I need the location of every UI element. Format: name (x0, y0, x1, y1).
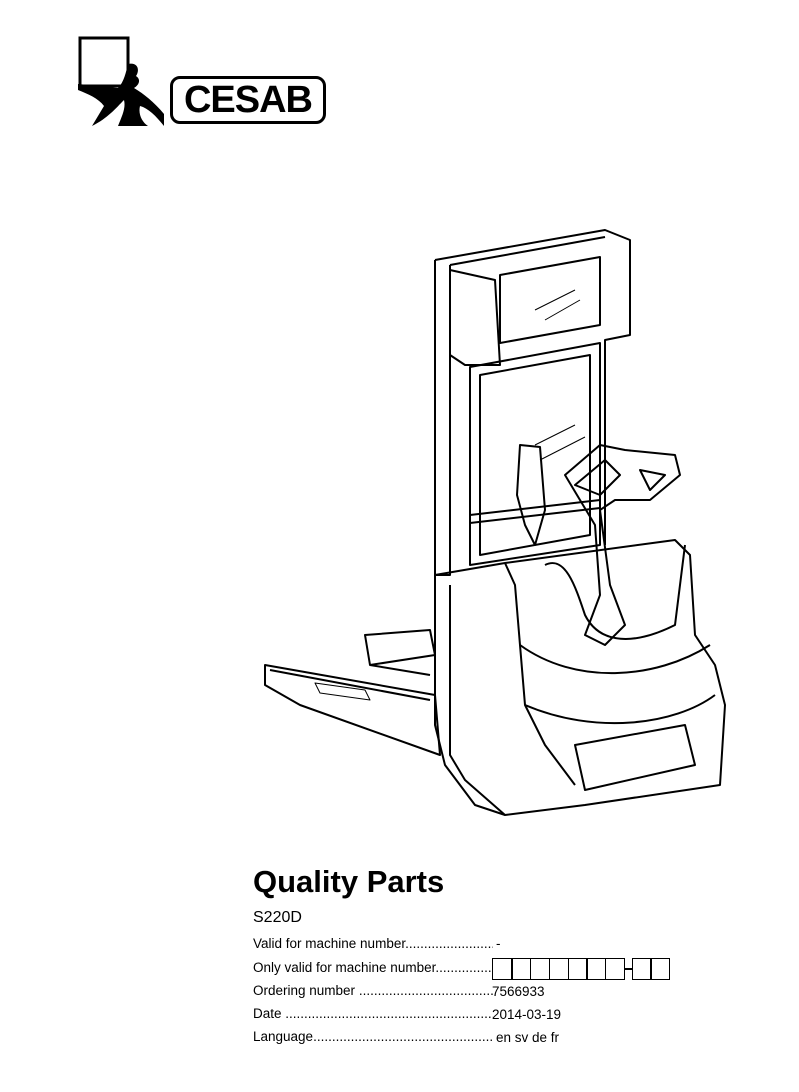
box-separator (624, 968, 633, 970)
cesab-logo-text: CESAB (170, 76, 326, 124)
digit-box (491, 958, 513, 980)
digit-box (586, 958, 607, 980)
field-label: Only valid for machine number (253, 960, 436, 975)
field-label: Language (253, 1029, 314, 1044)
digit-box (650, 958, 671, 980)
digit-box (604, 958, 625, 980)
pallet-stacker-illustration (264, 229, 726, 816)
field-language: Language (253, 1029, 493, 1044)
field-date: Date (253, 1006, 493, 1021)
digit-box (511, 958, 532, 980)
field-ordering-number: Ordering number (253, 983, 493, 998)
language-value: en sv de fr (496, 1030, 560, 1045)
field-label: Ordering number (253, 983, 356, 998)
field-valid-machine-number: Valid for machine number (253, 936, 493, 951)
field-only-valid-machine-number: Only valid for machine number (253, 960, 493, 975)
date-value: 2014-03-19 (492, 1007, 562, 1022)
digit-box (631, 958, 652, 980)
ordering-number-value: 7566933 (492, 984, 545, 999)
valid-machine-number-value: - (496, 936, 501, 951)
document-title: Quality Parts (253, 864, 445, 899)
cesab-logo-mark-icon (78, 36, 164, 126)
digit-box (530, 958, 551, 980)
digit-box (548, 958, 569, 980)
model-name: S220D (253, 909, 302, 926)
digit-box (567, 958, 588, 980)
field-label: Date (253, 1006, 282, 1021)
field-label: Valid for machine number (253, 936, 406, 951)
machine-number-boxes (491, 958, 671, 980)
